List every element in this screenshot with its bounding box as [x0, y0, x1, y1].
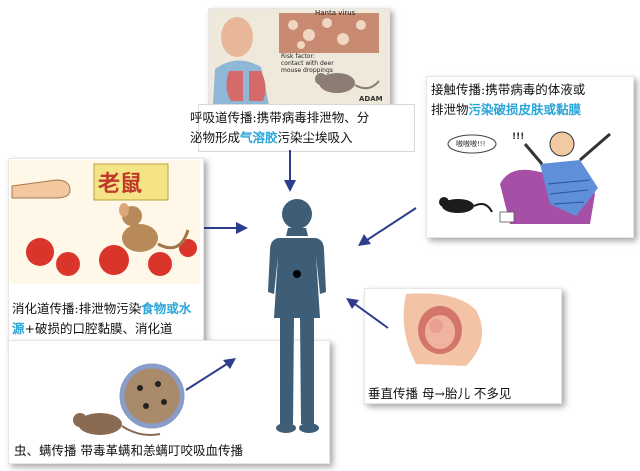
respiratory-panel: Hanta virus Risk factor: contact with de…: [208, 8, 390, 106]
entry-point-dot: [293, 270, 301, 278]
respiratory-line2: 泌物形成气溶胶污染尘埃吸入: [190, 128, 420, 148]
respiratory-line1: 呼吸道传播:携带病毒排泄物、分: [190, 110, 370, 125]
digestive-line1: 消化道传播:排泄物污染食物或水: [12, 299, 202, 319]
digestive-source: 源: [12, 321, 25, 336]
child-silhouette: [268, 199, 326, 433]
contact-illustration: [439, 131, 611, 224]
arrow-from-vertical: [346, 298, 389, 329]
contact-line1: 接触传播:携带病毒的体液或: [431, 82, 586, 97]
digestive-line1-a: 消化道传播:排泄物污染: [12, 301, 142, 316]
respiratory-aerosol: 气溶胶: [240, 130, 278, 145]
digestive-food-water: 食物或水: [141, 301, 192, 316]
respiratory-line2-c: 污染尘埃吸入: [277, 130, 353, 145]
arrow-from-respiratory: [284, 150, 296, 192]
respiratory-caption-box: [198, 104, 415, 152]
arrow-from-vector: [185, 358, 236, 391]
arrow-from-contact: [358, 207, 417, 246]
respiratory-caption: 呼吸道传播:携带病毒排泄物、分 泌物形成气溶胶污染尘埃吸入: [190, 108, 420, 148]
contact-bubble-text: 嗷嗷嗷!!!: [456, 140, 486, 148]
respiratory-illustration: [209, 9, 389, 105]
digestive-illustration: [10, 160, 200, 284]
vector-caption: 虫、螨传播 带毒革螨和恙螨叮咬吸血传播: [14, 443, 243, 458]
adam-logo: ADAM: [359, 95, 383, 103]
respiratory-line2-a: 泌物形成: [190, 130, 241, 145]
risk-label: Risk factor: contact with deer mouse dro…: [281, 53, 334, 74]
contact-scream-text: !!!: [512, 132, 525, 142]
contact-line2: 排泄物污染破损皮肤或黏膜: [431, 100, 636, 120]
vector-illustration: [73, 363, 185, 436]
contact-caption: 接触传播:携带病毒的体液或 排泄物污染破损皮肤或黏膜: [431, 80, 636, 120]
contact-damaged-skin: 污染破损皮肤或黏膜: [468, 102, 582, 117]
digestive-caption: 消化道传播:排泄物污染食物或水 源+破损的口腔黏膜、消化道: [12, 299, 202, 339]
virus-label: Hanta virus: [315, 9, 356, 17]
arrow-from-digestive: [204, 222, 248, 234]
contact-line2-a: 排泄物: [431, 102, 469, 117]
digestive-sign-text: 老鼠: [98, 171, 143, 197]
digestive-line2: 源+破损的口腔黏膜、消化道: [12, 319, 202, 339]
vertical-caption: 垂直传播 母→胎儿 不多见: [368, 386, 512, 401]
digestive-line2-b: +破损的口腔黏膜、消化道: [24, 321, 173, 336]
vertical-illustration: [403, 293, 483, 366]
